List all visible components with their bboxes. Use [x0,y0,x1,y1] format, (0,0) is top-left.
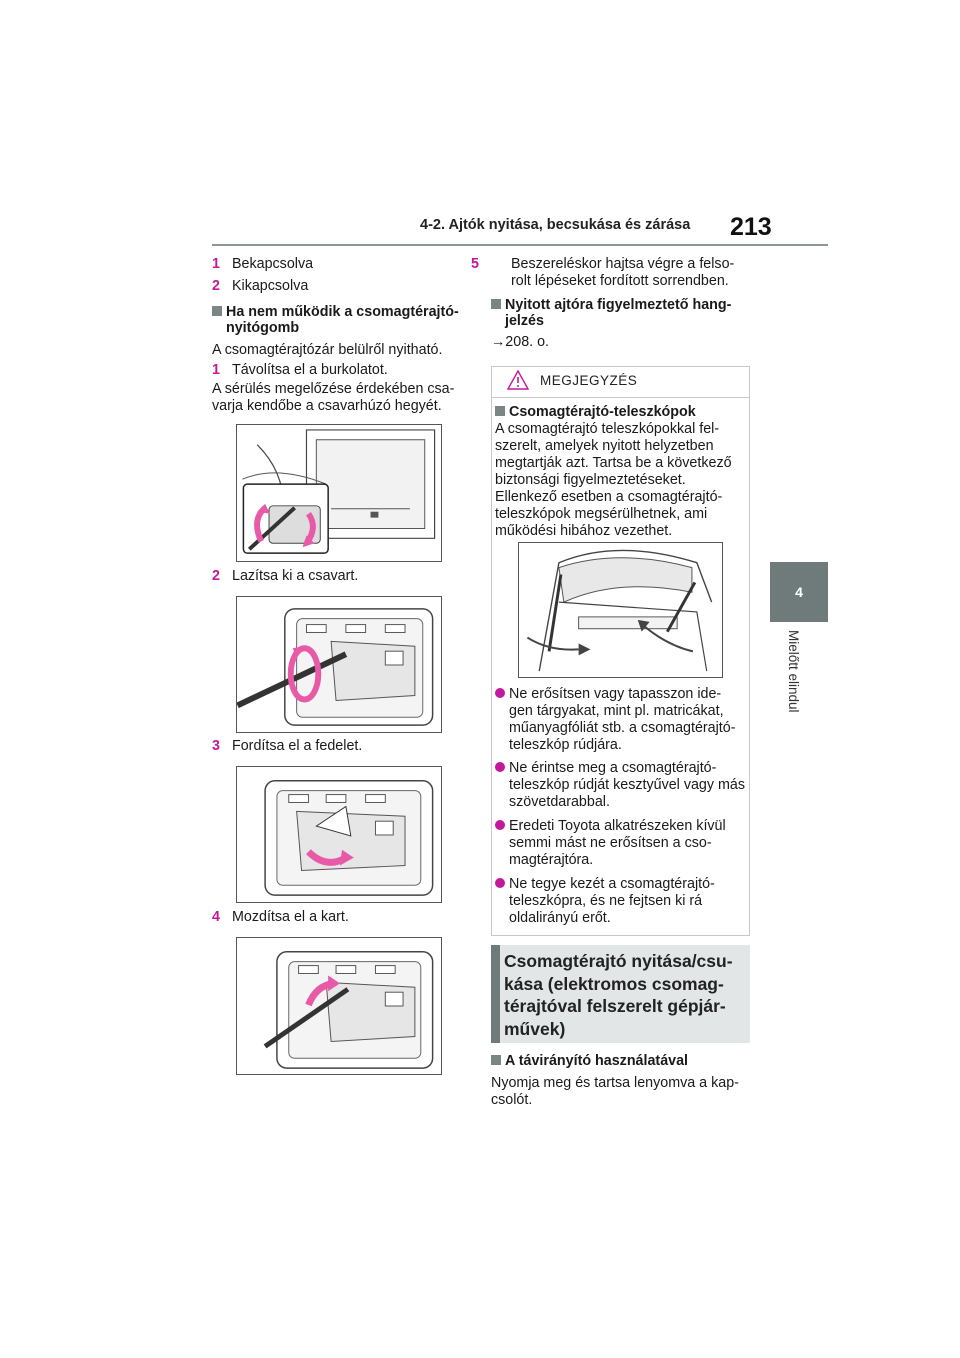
notice-body: A csomagtérajtó teleszkópokkal fel-szere… [495,421,732,539]
chapter-title-vertical: Mielőtt elindul [786,630,801,713]
section-intro: A csomagtérajtózár belülről nyitható. [212,342,443,358]
section-heading-door-alarm: Nyitott ajtóra figyelmeztető hang-jelzés [491,297,751,329]
round-bullet-icon [495,762,505,772]
notice-bullet-2: Ne érintse meg a csomagtérajtó-teleszkóp… [495,760,745,811]
square-bullet-icon [491,299,501,309]
section-header-title: 4-2. Ajtók nyitása, becsukása és zárása [420,217,691,233]
notice-label: MEGJEGYZÉS [540,373,638,388]
square-bullet-icon [491,1055,501,1065]
round-bullet-icon [495,820,505,830]
section-title-power-tailgate: Csomagtérajtó nyitása/csu-kása (elektrom… [504,951,733,1039]
page-number: 213 [730,213,772,241]
notice-header [491,366,750,398]
round-bullet-icon [495,688,505,698]
illustration-move-lever [236,937,442,1075]
step-1-note: A sérülés megelőzése érdekében csa-varja… [212,381,455,414]
illustration-tailgate-struts [518,542,723,678]
page-reference: →208. o. [491,334,550,350]
section-title-bar [491,945,500,1043]
square-bullet-icon [212,306,222,316]
notice-bullet-3: Eredeti Toyota alkatrészeken kívül semmi… [495,818,745,869]
section-title-box [491,945,750,1043]
header-rule [212,244,828,246]
remote-instructions: Nyomja meg és tartsa lenyomva a kap-csol… [491,1075,739,1108]
chapter-tab: 4 [770,562,828,622]
square-bullet-icon [495,406,505,416]
section-heading-no-opener: Ha nem működik a csomagtérajtó-nyitógomb [212,304,467,336]
notice-title: Csomagtérajtó-teleszkópok [495,404,745,420]
notice-box [491,366,750,936]
warning-triangle-icon [506,369,530,390]
notice-bullet-4: Ne tegye kezét a csomagtérajtó-teleszkóp… [495,876,745,927]
illustration-turn-cover [236,766,442,903]
notice-bullet-1: Ne erősítsen vagy tapasszon ide-gen tárg… [495,686,745,754]
round-bullet-icon [495,878,505,888]
illustration-loosen-screw [236,596,442,733]
section-heading-remote: A távirányító használatával [491,1053,751,1069]
illustration-remove-cover [236,424,442,562]
